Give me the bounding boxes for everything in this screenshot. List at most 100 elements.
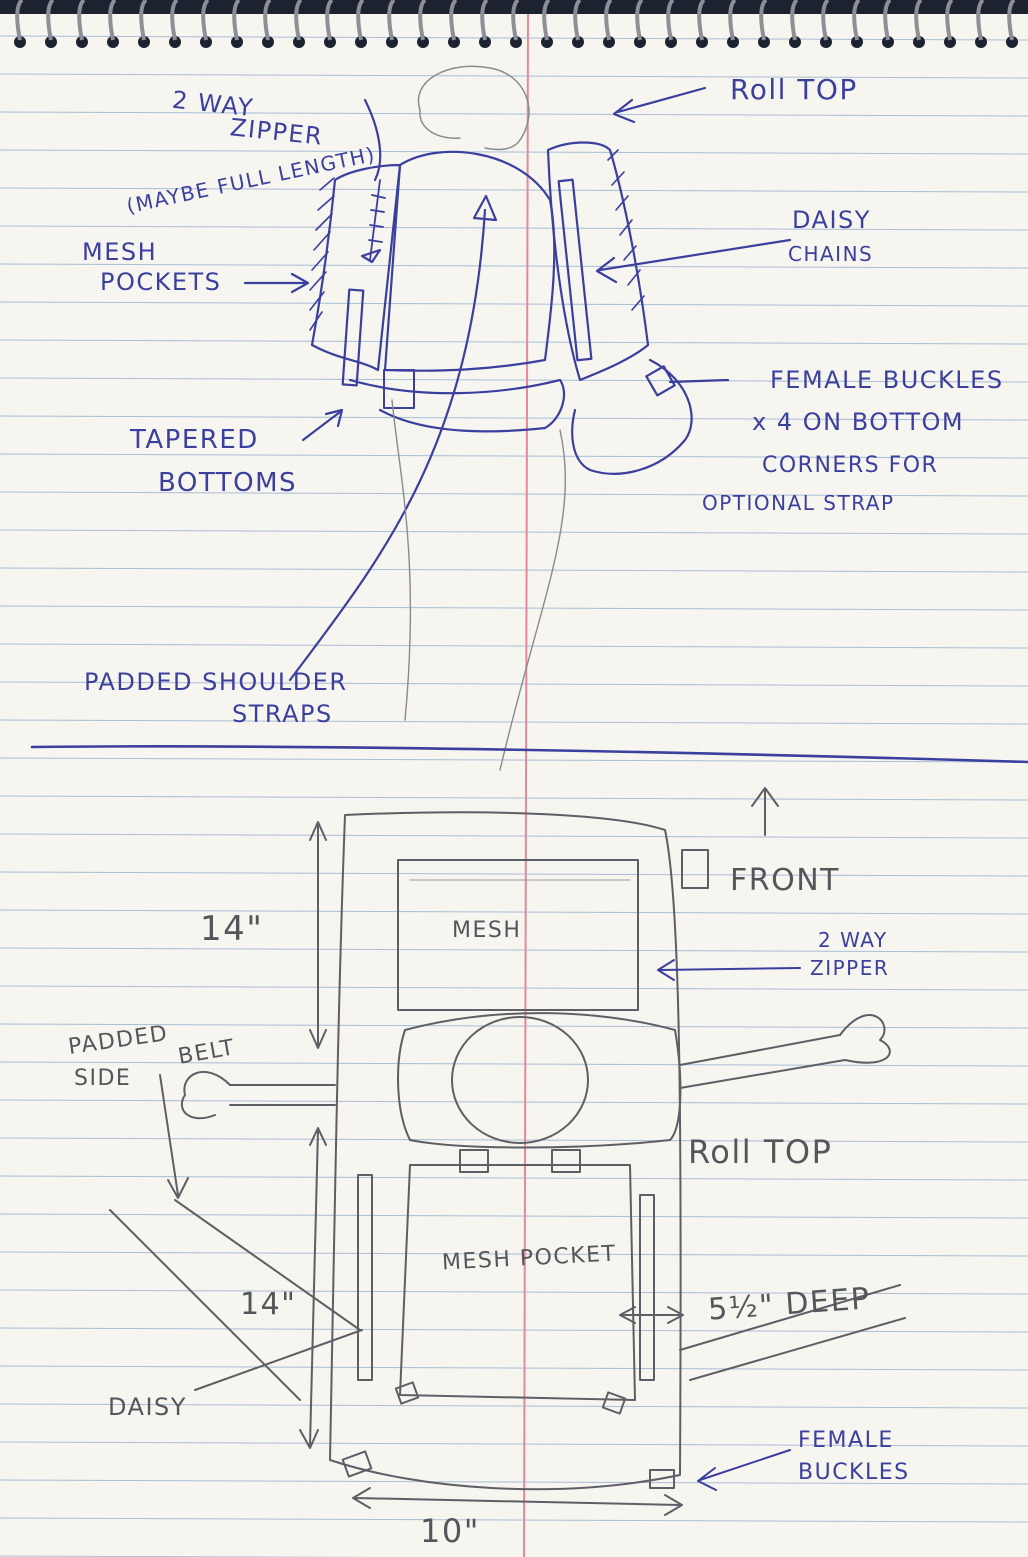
spiral-hole [696,36,708,48]
spiral-ring [914,0,923,41]
top-backpack-sketch [30,65,1028,771]
bottom-backpack-sketch [109,787,906,1516]
tapered-bottoms-arrow [301,408,344,442]
left-pack-panel [310,163,402,372]
spiral-hole [169,36,181,48]
spiral-ring [108,0,117,41]
rule-line [0,871,1028,877]
section-divider [30,745,1028,764]
paper-sheet [0,14,1028,1557]
buckle-2 [551,1149,581,1173]
shoulder-strap-arrow [288,208,487,682]
rule-line [0,985,1028,991]
hip-belt [348,378,566,433]
width-dimension [352,1487,683,1516]
rule-line [0,947,1028,953]
spiral-ring [480,0,489,41]
left-daisy-chain [341,288,365,387]
left-daisy-chain-bottom [357,1174,373,1381]
rule-line [0,1213,1028,1219]
rule-line [0,1061,1028,1067]
roll-top-arrow [612,86,707,124]
label-female-buckles-2: x 4 ON BOTTOM [752,408,965,436]
rule-line [0,415,1028,421]
spiral-ring [666,0,675,41]
rule-line [0,453,1028,459]
spiral-hole [820,36,832,48]
front-buckle [681,849,709,889]
spiral-ring [418,0,427,41]
rule-line [0,1517,1028,1523]
label-padded-straps-1: PADDED SHOULDER [84,668,348,696]
label-roll-top: Roll TOP [730,73,858,106]
rule-line [0,187,1028,193]
rule-line [0,909,1028,915]
spiral-hole [851,36,863,48]
daisy-arrow [194,1329,363,1391]
side-panel-left [109,1199,361,1401]
spiral-hole [944,36,956,48]
label-daisy: DAISY [108,1393,187,1421]
head-sketch [417,65,530,151]
spiral-ring [790,0,799,41]
spiral-hole [479,36,491,48]
label-width: 10" [420,1512,480,1550]
rule-line [0,263,1028,269]
label-bottom-zipper-1: 2 WAY [818,928,888,952]
label-female-buckles-4: OPTIONAL STRAP [702,491,895,515]
spiral-ring [387,0,396,41]
front-direction-arrow [751,787,779,836]
rule-line [0,225,1028,231]
mesh-pockets-arrow [243,272,310,294]
spiral-ring [263,0,272,41]
label-daisy-chains-2: CHAINS [788,242,874,266]
spiral-ring [604,0,613,41]
zipper-arrow [363,98,382,182]
spiral-ring [976,0,985,41]
spiral-hole [758,36,770,48]
rule-line [0,757,1028,763]
spiral-hole [231,36,243,48]
spiral-hole [14,36,26,48]
rule-line [0,719,1028,725]
height-dimension-top [309,821,327,1049]
rule-line [0,643,1028,649]
rule-line [0,1289,1028,1295]
roll-top-section [397,1012,682,1149]
spiral-hole [324,36,336,48]
spiral-ring [511,0,520,41]
label-padded-straps-2: STRAPS [232,700,333,728]
spiral-hole [107,36,119,48]
side-panel-right [679,1284,906,1381]
spiral-ring [945,0,954,41]
rule-line [0,1175,1028,1181]
rule-line [0,1479,1028,1485]
bottom-mesh-pocket [399,1164,636,1401]
rule-line [0,339,1028,345]
spiral-hole [293,36,305,48]
label-female-buckles-3: CORNERS FOR [762,453,939,478]
pack-back-panel [383,150,556,372]
spiral-hole [789,36,801,48]
spiral-ring [201,0,210,41]
spiral-hole [417,36,429,48]
rule-line [0,111,1028,117]
optional-strap [571,358,693,475]
spiral-ring [883,0,892,41]
label-mesh-pockets-2: POCKETS [100,268,222,296]
rule-line [0,1251,1028,1257]
rule-line [0,1403,1028,1409]
label-mesh-pockets-1: MESH [82,238,158,266]
spiral-hole [200,36,212,48]
rule-line [0,301,1028,307]
spiral-ring [759,0,768,41]
spiral-hole [975,36,987,48]
spiral-ring [821,0,830,41]
spiral-hole [262,36,274,48]
rule-line [0,1441,1028,1447]
label-female-buckles-1: FEMALE BUCKLES [770,366,1004,394]
spiral-hole [913,36,925,48]
spiral-ring [15,0,24,41]
spiral-hole [510,36,522,48]
